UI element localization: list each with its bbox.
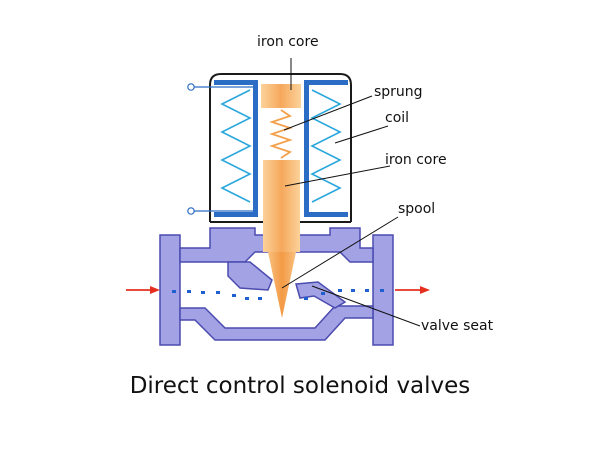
label-sprung: sprung bbox=[374, 84, 423, 100]
iron-core-top bbox=[261, 84, 301, 108]
housing-outline bbox=[209, 73, 352, 222]
leader-sprung bbox=[283, 95, 373, 131]
leader-valve-seat bbox=[311, 285, 421, 327]
left-flange bbox=[159, 234, 181, 346]
iron-core-plunger bbox=[263, 160, 300, 252]
leader-coil bbox=[334, 125, 389, 144]
flow-dots bbox=[172, 289, 384, 300]
label-valve-seat: valve seat bbox=[421, 318, 494, 334]
coil-bobbins bbox=[214, 80, 348, 217]
leader-lines bbox=[281, 58, 421, 327]
label-iron-core-mid: iron core bbox=[385, 152, 447, 168]
partition-left bbox=[227, 261, 273, 291]
label-coil: coil bbox=[385, 110, 410, 126]
sprung bbox=[269, 109, 293, 159]
partition-right bbox=[295, 281, 347, 309]
spool-tip bbox=[268, 252, 296, 318]
leader-spool bbox=[281, 216, 399, 289]
terminal-icon bbox=[187, 83, 253, 215]
label-spool: spool bbox=[398, 201, 436, 217]
lower-body-wall bbox=[179, 305, 374, 341]
label-iron-core-top: iron core bbox=[257, 34, 319, 50]
coil-windings bbox=[220, 89, 342, 203]
leader-iron-core-mid bbox=[284, 165, 391, 187]
diagram-caption: Direct control solenoid valves bbox=[129, 373, 471, 399]
flow-arrow-icon bbox=[126, 286, 430, 294]
